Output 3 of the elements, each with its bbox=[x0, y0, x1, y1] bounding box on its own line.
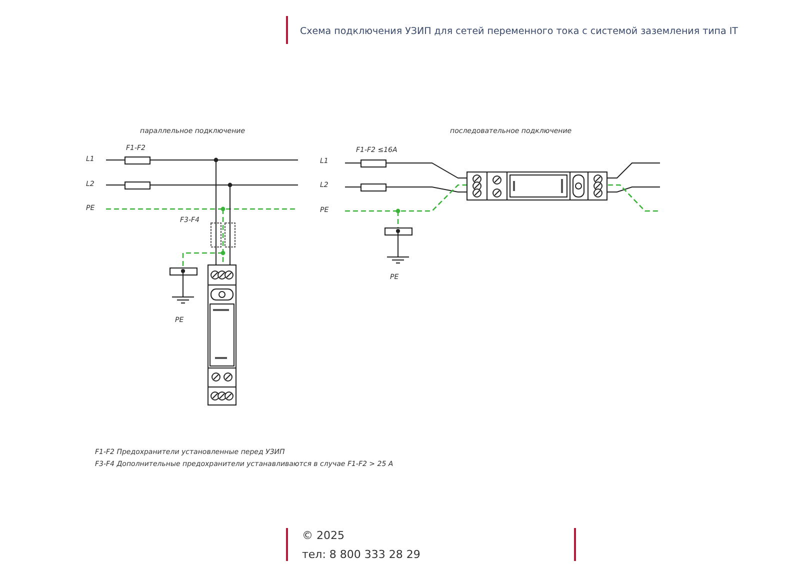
diagram-title: Схема подключения УЗИП для сетей переменного тока с системой заземления типа IT bbox=[300, 27, 738, 38]
copyright-text: © 2025 bbox=[302, 530, 344, 542]
phone-number: тел: 8 800 333 28 29 bbox=[302, 549, 420, 562]
